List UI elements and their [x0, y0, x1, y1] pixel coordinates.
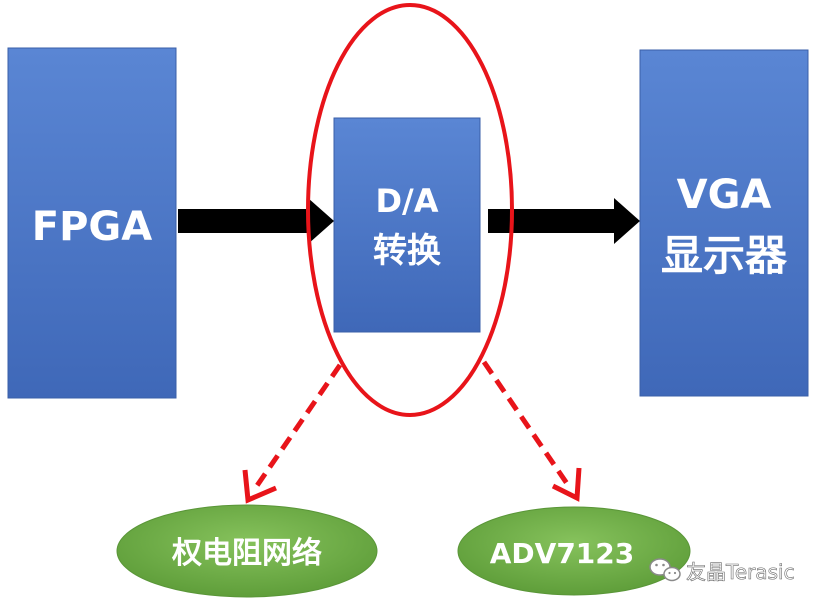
da-converter-block: D/A 转换: [333, 117, 481, 333]
highlight-ellipse: [306, 3, 514, 417]
dashed-arrow-right: [481, 360, 582, 502]
fpga-block: FPGA: [7, 47, 177, 399]
arrow-da-to-vga: [488, 198, 640, 244]
watermark-text: 友晶Terasic: [686, 560, 795, 584]
resistor-network-label: 权电阻网络: [171, 536, 322, 571]
vga-label-line1: VGA: [677, 172, 772, 218]
adv7123-pill: ADV7123: [457, 506, 691, 596]
watermark: 友晶Terasic: [649, 558, 795, 584]
da-label-line2: 转换: [373, 231, 441, 271]
vga-label-line2: 显示器: [661, 231, 788, 280]
dashed-arrow-left: [242, 363, 343, 504]
adv7123-label: ADV7123: [490, 537, 635, 570]
arrow-fpga-to-da: [178, 198, 334, 244]
da-label-line1: D/A: [375, 182, 438, 220]
resistor-network-pill: 权电阻网络: [116, 504, 378, 598]
vga-display-block: VGA 显示器: [639, 49, 809, 397]
wechat-icon: [649, 558, 681, 582]
fpga-label: FPGA: [32, 204, 152, 250]
